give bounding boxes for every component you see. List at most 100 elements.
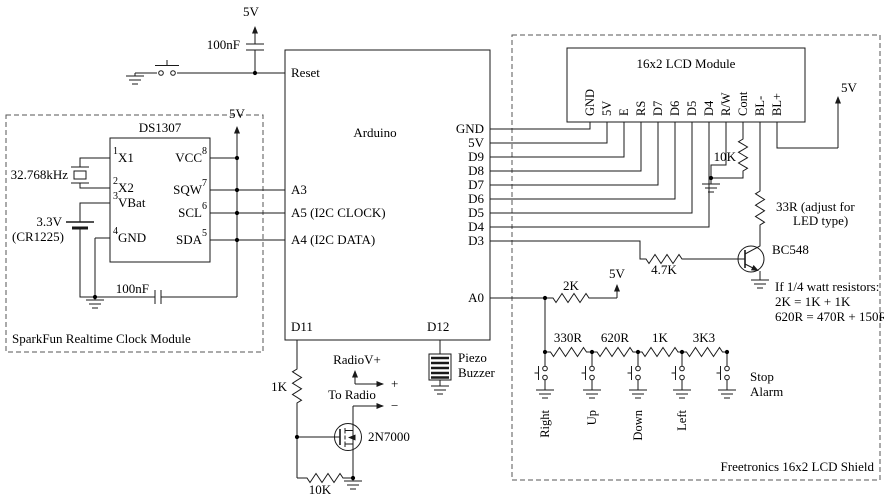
ground-icon bbox=[717, 389, 737, 399]
wire-rtc-vcc-rail bbox=[210, 157, 238, 297]
lcd-pin-gnd: GND bbox=[583, 89, 597, 116]
base-resistor-label: 4.7K bbox=[651, 262, 677, 277]
mosfet-label: 2N7000 bbox=[368, 429, 410, 444]
pulldown-resistor-label: 10K bbox=[309, 482, 332, 497]
resistor-note-1: If 1/4 watt resistors: bbox=[775, 279, 879, 294]
wire-button-stubs bbox=[544, 352, 728, 390]
pullup-resistor-label: 2K bbox=[563, 278, 580, 293]
arduino-box bbox=[284, 49, 491, 341]
buzzer-label-2: Buzzer bbox=[458, 365, 495, 380]
pushbutton-down bbox=[627, 363, 641, 383]
lcd-pin-d4: D4 bbox=[702, 100, 716, 116]
lcd-pin-e: E bbox=[617, 108, 631, 116]
ladder-r-1k: 1K bbox=[652, 330, 669, 345]
ds1307-pinnum-1: 1 bbox=[113, 146, 118, 157]
arduino-pin-5v: 5V bbox=[468, 135, 485, 150]
lcd-pin-5v: 5V bbox=[600, 101, 614, 116]
radio-plus-label: + bbox=[391, 376, 398, 391]
arduino-pin-d11: D11 bbox=[291, 319, 313, 334]
ground-icon bbox=[701, 183, 721, 193]
wire-rtc-pin-stubs bbox=[95, 157, 110, 239]
arduino-pin-d6: D6 bbox=[468, 191, 484, 206]
resistor-620r bbox=[592, 346, 638, 358]
resistor-contrast-10k bbox=[737, 138, 749, 172]
ladder-r-3k3: 3K3 bbox=[693, 330, 715, 345]
rtc-module-label: SparkFun Realtime Clock Module bbox=[12, 331, 191, 346]
battery-voltage-label: 3.3V bbox=[36, 214, 62, 229]
to-radio-label: To Radio bbox=[328, 387, 376, 402]
reset-button bbox=[155, 60, 179, 76]
resistor-note-2: 2K = 1K + 1K bbox=[775, 294, 851, 309]
resistor-base-4k7 bbox=[642, 253, 686, 265]
ground-icon bbox=[343, 480, 363, 490]
label-5v: 5V bbox=[229, 106, 246, 121]
ladder-r-620: 620R bbox=[601, 330, 630, 345]
ds1307-pin-vcc: VCC bbox=[175, 150, 202, 165]
resistor-backlight-33r bbox=[754, 190, 766, 226]
pushbutton-left bbox=[671, 363, 685, 383]
arduino-pin-reset: Reset bbox=[291, 65, 320, 80]
button-label-down: Down bbox=[631, 409, 645, 440]
ground-icon bbox=[672, 389, 692, 399]
ground-icon bbox=[750, 279, 770, 289]
wire-crystal-net bbox=[79, 157, 95, 189]
ground-icon bbox=[628, 389, 648, 399]
gate-resistor-label: 1K bbox=[271, 379, 288, 394]
wire-backlight-net bbox=[759, 122, 838, 245]
lcd-pin-rs: RS bbox=[634, 101, 648, 116]
stop-alarm-label-2: Alarm bbox=[750, 384, 783, 399]
wire-rw-cont-ground bbox=[710, 122, 744, 184]
resistor-ladder-1k bbox=[638, 346, 682, 358]
lcd-pin-d5: D5 bbox=[685, 101, 699, 116]
arduino-pin-d9: D9 bbox=[468, 149, 484, 164]
buzzer-label-1: Piezo bbox=[458, 350, 487, 365]
mosfet-2n7000 bbox=[334, 423, 362, 451]
arduino-pin-d12: D12 bbox=[427, 319, 449, 334]
pushbutton-right bbox=[534, 363, 548, 383]
ds1307-pin-scl: SCL bbox=[178, 205, 202, 220]
ds1307-pin-sda: SDA bbox=[176, 232, 203, 247]
arduino-pin-a4: A4 (I2C DATA) bbox=[291, 232, 375, 247]
transistor-bc548 bbox=[737, 245, 765, 280]
stop-alarm-label-1: Stop bbox=[750, 369, 774, 384]
piezo-buzzer bbox=[428, 353, 452, 381]
battery-cr1225 bbox=[66, 221, 94, 230]
wire-reset-net bbox=[134, 50, 285, 76]
rtc-module-boundary bbox=[5, 114, 264, 353]
pushbutton-up bbox=[581, 363, 595, 383]
ds1307-pinnum-6: 6 bbox=[202, 201, 207, 212]
resistor-pullup-2k bbox=[549, 292, 593, 304]
capacitor-100nf-reset bbox=[246, 43, 264, 51]
ds1307-pinnum-5: 5 bbox=[202, 228, 207, 239]
arduino-pin-d7: D7 bbox=[468, 177, 484, 192]
radio-minus-label: − bbox=[391, 398, 398, 413]
wire-battery-net bbox=[79, 202, 237, 298]
button-label-right: Right bbox=[538, 409, 552, 437]
crystal-32khz bbox=[71, 166, 89, 184]
label-reset-cap: 100nF bbox=[207, 37, 240, 52]
ds1307-pin-sqw: SQW bbox=[173, 182, 203, 197]
backlight-resistor-label-2: LED type) bbox=[793, 213, 848, 228]
lcd-module-box bbox=[566, 47, 806, 123]
label-5v: 5V bbox=[609, 266, 626, 281]
bc548-label: BC548 bbox=[772, 242, 809, 257]
ds1307-pin-vbat: VBat bbox=[118, 195, 146, 210]
arduino-pin-d5: D5 bbox=[468, 205, 484, 220]
arduino-pin-d4: D4 bbox=[468, 219, 484, 234]
ground-icon bbox=[85, 299, 105, 309]
button-label-up: Up bbox=[585, 410, 599, 425]
ds1307-pinnum-2: 2 bbox=[113, 176, 118, 187]
capacitor-100nf-rtc bbox=[154, 290, 162, 304]
ds1307-title: DS1307 bbox=[139, 120, 182, 135]
lcd-shield-boundary bbox=[511, 34, 881, 481]
label-5v: 5V bbox=[243, 4, 260, 19]
arduino-pin-a5: A5 (I2C CLOCK) bbox=[291, 205, 386, 220]
wire-arduino-to-lcd bbox=[490, 122, 710, 228]
ground-icon bbox=[582, 389, 602, 399]
wire-drain-source bbox=[345, 406, 354, 481]
arduino-pin-gnd: GND bbox=[456, 121, 484, 136]
lcd-pin-d6: D6 bbox=[668, 101, 682, 116]
ds1307-pinnum-3: 3 bbox=[113, 191, 118, 202]
wires bbox=[79, 26, 841, 481]
